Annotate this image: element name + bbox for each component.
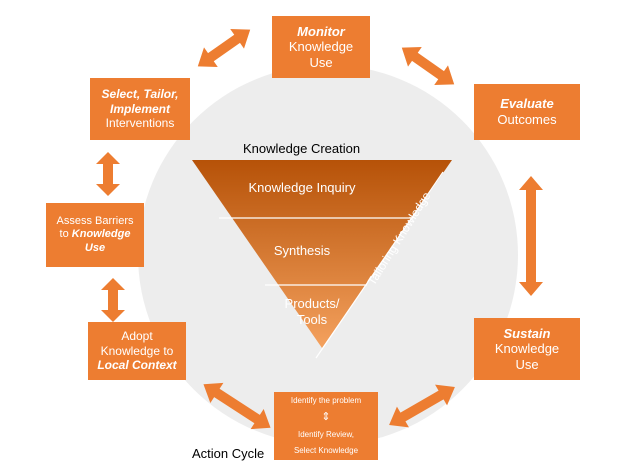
adopt-knowledge-box: Adopt Knowledge to Local Context xyxy=(88,322,186,380)
monitor-line2: Knowledge xyxy=(288,39,354,55)
knowledge-creation-title: Knowledge Creation xyxy=(243,141,361,156)
adopt-line1: Adopt xyxy=(121,329,153,344)
knowledge-funnel xyxy=(192,160,452,348)
adopt-emph: Local Context xyxy=(97,358,177,373)
arrow-monitor-evaluate xyxy=(401,46,455,86)
assess-barriers-box: Assess Barriers to Knowledge Use xyxy=(46,203,144,267)
assess-use-emph: Use xyxy=(84,241,106,254)
sustain-knowledge-box: Sustain Knowledge Use xyxy=(474,318,580,380)
identify-problem-box: Identify the problem ⇕ Identify Review, … xyxy=(274,392,378,460)
arrow-sustain-identify xyxy=(389,384,455,428)
sustain-line3: Use xyxy=(515,356,539,372)
arrow-assess-adopt xyxy=(101,278,125,322)
adopt-line2: Knowledge to xyxy=(100,343,174,358)
select-line3: Interventions xyxy=(105,116,175,131)
tier-knowledge-inquiry: Knowledge Inquiry xyxy=(248,180,356,195)
assess-line2: to Knowledge xyxy=(60,228,131,241)
select-tailor-box: Select, Tailor, Implement Interventions xyxy=(90,78,190,140)
monitor-line3: Use xyxy=(309,54,333,70)
monitor-emph: Monitor xyxy=(297,23,345,39)
action-cycle-label: Action Cycle xyxy=(192,446,265,461)
select-emph-1: Select, Tailor, xyxy=(101,87,179,102)
sustain-emph: Sustain xyxy=(503,325,551,341)
arrow-evaluate-sustain xyxy=(519,176,543,296)
sustain-line2: Knowledge xyxy=(494,341,560,357)
arrow-select-assess xyxy=(96,152,120,196)
assess-to: to xyxy=(59,228,69,241)
tier-products-line2: Tools xyxy=(296,311,328,327)
assess-knowledge-emph: Knowledge xyxy=(71,228,131,241)
identify-small-arrow-icon: ⇕ xyxy=(321,411,331,424)
assess-line1: Assess Barriers xyxy=(56,215,134,228)
monitor-knowledge-box: Monitor Knowledge Use xyxy=(272,16,370,78)
identify-problem-text: Identify the problem xyxy=(290,396,362,405)
tier-synthesis: Synthesis xyxy=(273,243,331,258)
arrow-adopt-identify xyxy=(203,382,271,430)
identify-review-text-1: Identify Review, xyxy=(297,430,355,440)
identify-review-text-2: Select Knowledge xyxy=(293,446,359,456)
tier-products: Products/ Tools xyxy=(272,296,352,327)
select-emph-2: Implement xyxy=(109,101,170,116)
tier-products-line1: Products/ xyxy=(284,296,340,311)
evaluate-outcomes-box: Evaluate Outcomes xyxy=(474,84,580,140)
arrow-select-monitor xyxy=(197,28,251,68)
evaluate-line2: Outcomes xyxy=(497,112,557,127)
evaluate-emph: Evaluate xyxy=(500,96,554,112)
tailoring-line xyxy=(315,171,444,359)
